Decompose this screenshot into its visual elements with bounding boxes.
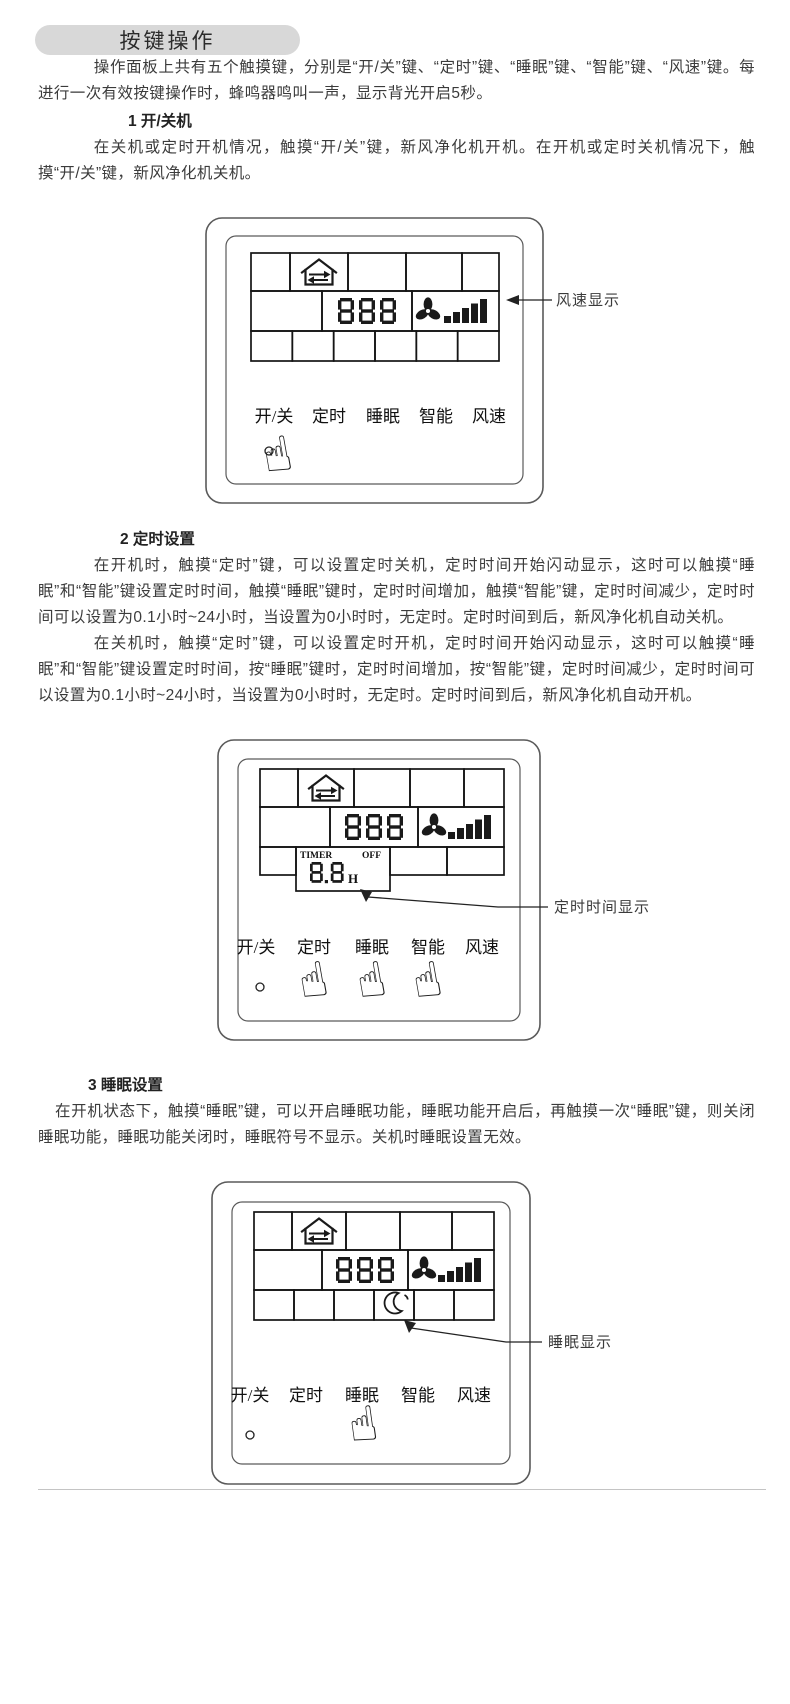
callout-line	[367, 896, 548, 908]
panel-buttons: 开/关 定时 睡眠 智能 风速	[231, 1386, 491, 1405]
section-2-paragraph-2: 在关机时，触摸“定时”键，可以设置定时开机，定时时间开始闪动显示，这时可以触摸“…	[38, 635, 755, 704]
panel-button-fanspeed: 风速	[465, 938, 499, 957]
panel-button-timer: 定时	[312, 407, 346, 426]
timer-display: TIMER OFF H	[300, 851, 381, 886]
control-panel-diagram-timer: TIMER OFF H 开/关 定时 睡眠 智能 风速 ☝ ☝ ☝ 定时时间显示	[217, 739, 650, 1041]
panel-button-power: 开/关	[237, 938, 276, 957]
page-title: 按键操作	[119, 30, 216, 53]
callout-timer: 定时时间显示	[360, 889, 650, 916]
section-1-paragraph: 在关机或定时开机情况，触摸“开/关”键，新风净化机开机。在开机或定时关机情况下，…	[38, 139, 755, 182]
panel-buttons: 开/关 定时 睡眠 智能 风速	[255, 407, 506, 426]
panel-button-power: 开/关	[231, 1386, 270, 1405]
manual-page: 按键操作 操作面板上共有五个触摸键，分别是“开/关”键、“定时”键、“睡眠”键、…	[0, 25, 790, 1490]
lcd-grid	[259, 768, 505, 892]
panel-button-sleep: 睡眠	[355, 938, 389, 957]
callout-arrowhead	[360, 889, 372, 902]
panel-button-fanspeed: 风速	[457, 1386, 491, 1405]
callout-label: 风速显示	[556, 292, 620, 309]
lcd-grid	[253, 1211, 495, 1321]
callout-line	[410, 1327, 542, 1343]
panel-button-timer: 定时	[289, 1386, 323, 1405]
panel-button-smart: 智能	[419, 407, 453, 426]
section-3-paragraph: 在开机状态下，触摸“睡眠”键，可以开启睡眠功能，睡眠功能开启后，再触摸一次“睡眠…	[38, 1103, 755, 1146]
timer-state: OFF	[362, 851, 381, 861]
section-2-heading: 2 定时设置	[120, 531, 195, 548]
callout-arrowhead	[404, 1320, 416, 1333]
panel-buttons: 开/关 定时 睡眠 智能 风速	[237, 938, 499, 957]
panel-bezel	[211, 1181, 531, 1485]
panel-button-sleep: 睡眠	[366, 407, 400, 426]
power-led	[255, 982, 265, 992]
section-1-heading: 1 开/关机	[128, 113, 192, 130]
panel-button-timer: 定时	[297, 938, 331, 957]
panel-bezel	[217, 739, 541, 1041]
page-bottom-divider	[38, 1489, 766, 1490]
panel-button-smart: 智能	[401, 1386, 435, 1405]
lcd-grid	[250, 252, 500, 362]
page-title-pill: 按键操作	[35, 25, 300, 55]
timer-digits	[310, 862, 344, 884]
power-led	[264, 446, 274, 456]
section-2-paragraph-1: 在开机时，触摸“定时”键，可以设置定时关机，定时时间开始闪动显示，这时可以触摸“…	[38, 557, 755, 626]
section-3-heading: 3 睡眠设置	[88, 1077, 163, 1094]
callout-arrowhead	[506, 295, 519, 305]
control-panel-diagram-sleep: 开/关 定时 睡眠 智能 风速 ☝ 睡眠显示	[211, 1181, 612, 1485]
power-led	[245, 1430, 255, 1440]
timer-label: TIMER	[300, 851, 332, 861]
callout-label: 定时时间显示	[554, 899, 650, 916]
control-panel-diagram-power: 开/关 定时 睡眠 智能 风速 ☝ 风速显示	[205, 217, 620, 504]
timer-unit: H	[348, 871, 358, 886]
panel-button-sleep: 睡眠	[345, 1386, 379, 1405]
callout-fanspeed: 风速显示	[506, 292, 620, 309]
panel-button-smart: 智能	[411, 938, 445, 957]
panel-button-fanspeed: 风速	[472, 407, 506, 426]
callout-sleep: 睡眠显示	[404, 1320, 612, 1351]
callout-label: 睡眠显示	[548, 1334, 612, 1351]
panel-button-power: 开/关	[255, 407, 294, 426]
intro-paragraph: 操作面板上共有五个触摸键，分别是“开/关”键、“定时”键、“睡眠”键、“智能”键…	[38, 59, 755, 102]
